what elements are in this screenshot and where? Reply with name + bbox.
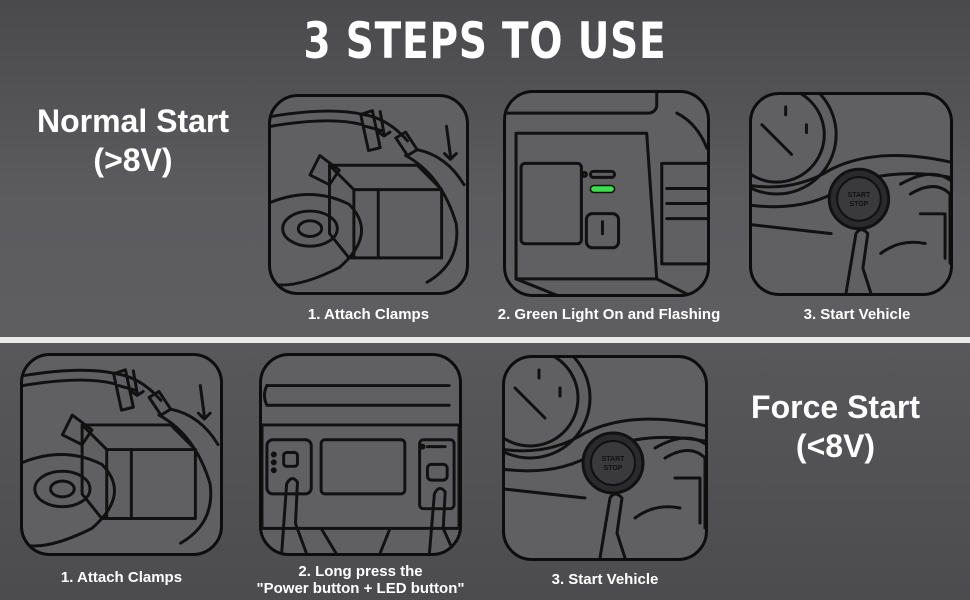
start-stop-label-start: START [602,456,626,463]
force-step-long-press-image [259,353,462,556]
force-step3-caption: 3. Start Vehicle [551,571,659,588]
start-stop-label-stop: STOP [850,201,869,208]
start-stop-button-inner [590,440,636,486]
start-stop-label-stop: STOP [604,465,623,472]
green-led-light [589,184,616,194]
force-step-attach-clamps-image [20,353,223,556]
force-start-label: Force Start (<8V) [728,388,943,466]
battery-clamps-icon [23,368,220,548]
section-divider [0,337,970,343]
start-stop-button-icon: START STOP [752,95,950,293]
normal-step2-caption: 2. Green Light On and Flashing [497,306,721,323]
force-start-title: Force Start [751,389,920,425]
force-start-voltage: (<8V) [795,428,876,465]
normal-step3-caption: 3. Start Vehicle [803,306,911,323]
force-step-start-vehicle-image: START STOP [502,355,708,561]
force-step2-caption: 2. Long press the "Power button + LED bu… [225,563,496,598]
normal-start-title: Normal Start [36,103,230,139]
power-press-icon [262,384,459,553]
start-stop-button-icon: START STOP [505,358,705,558]
normal-start-label: Normal Start (>8V) [22,102,244,180]
start-stop-label-start: START [848,192,871,199]
force-step2-caption-line2: "Power button + LED button" [256,580,465,598]
force-step2-caption-line1: 2. Long press the [298,563,423,580]
page-title: 3 STEPS TO USE [303,12,667,70]
battery-clamps-icon [271,109,466,287]
step-start-vehicle-image: START STOP [749,92,953,296]
step-green-light-image [503,90,710,297]
start-stop-button-inner [836,176,882,222]
jump-starter-led-icon [506,93,707,294]
normal-step1-caption: 1. Attach Clamps [307,306,430,323]
step-attach-clamps-image [268,94,469,295]
force-step1-caption: 1. Attach Clamps [60,569,183,586]
normal-start-voltage: (>8V) [93,142,173,179]
